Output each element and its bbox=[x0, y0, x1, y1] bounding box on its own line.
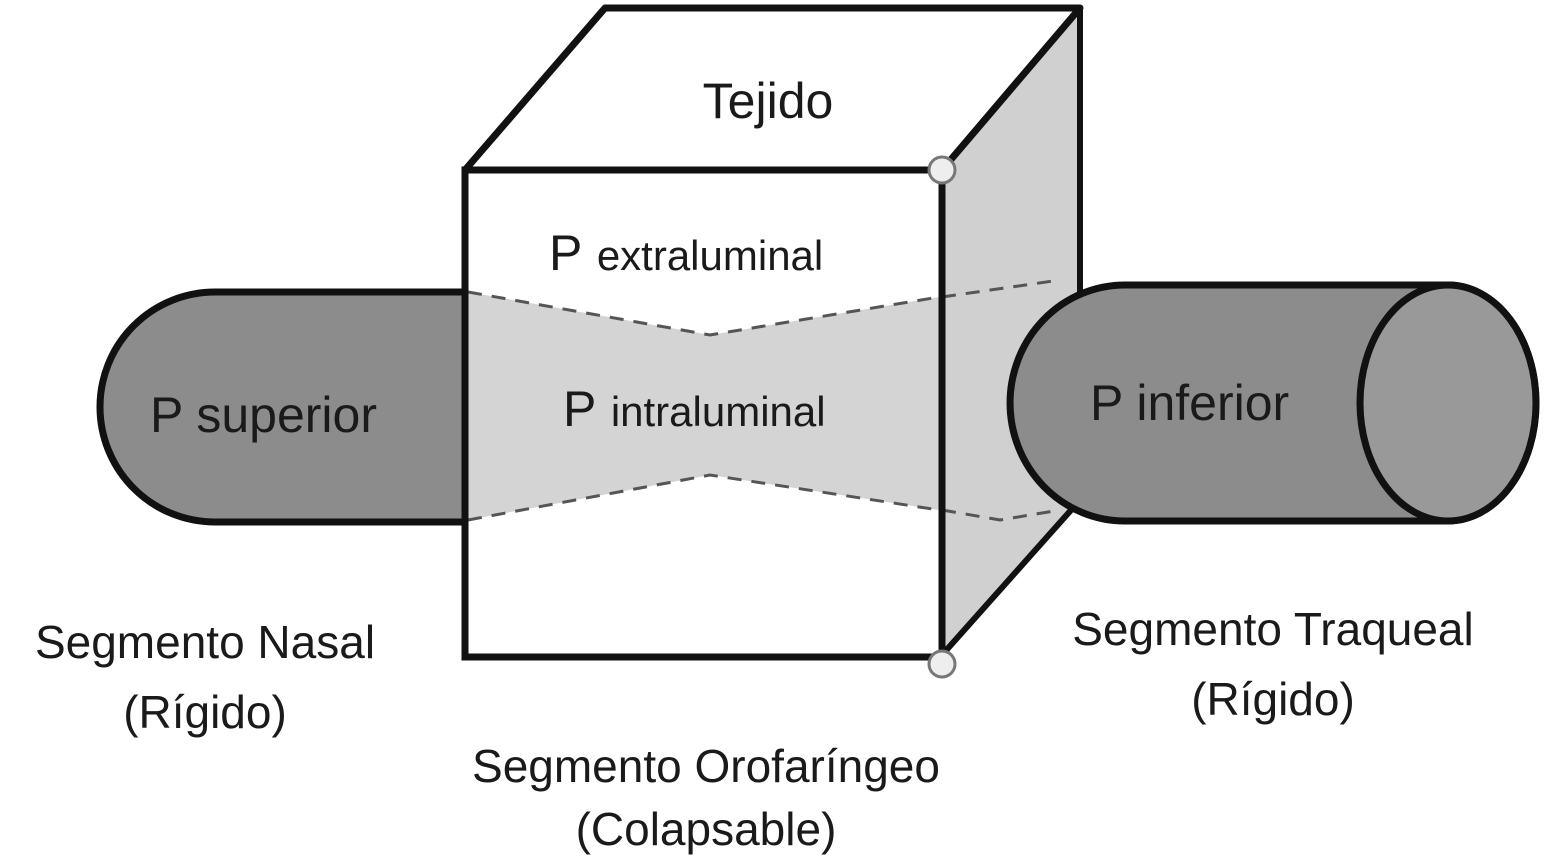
oropharyngeal-caption-line2: (Colapsable) bbox=[576, 803, 837, 855]
intraluminal-label: P intraluminal bbox=[563, 381, 826, 437]
cube-front-outline bbox=[461, 166, 946, 661]
tracheal-tube-end bbox=[1356, 281, 1540, 525]
side-lumen-lower-dash bbox=[941, 508, 1061, 522]
upper-joint-circle bbox=[927, 155, 957, 185]
superior-pressure-label: P superior bbox=[150, 387, 377, 443]
lumen-upper-dash bbox=[467, 290, 940, 337]
tracheal-caption-line2: (Rígido) bbox=[1191, 673, 1355, 725]
oropharyngeal-caption-line1: Segmento Orofaríngeo bbox=[472, 740, 940, 792]
intraluminal-sub: intraluminal bbox=[611, 388, 826, 435]
inferior-pressure-label: P inferior bbox=[1090, 375, 1289, 431]
tracheal-caption-line1: Segmento Traqueal bbox=[1072, 603, 1474, 655]
nasal-caption-line2: (Rígido) bbox=[123, 686, 287, 738]
side-lumen-upper-dash bbox=[941, 278, 1061, 299]
intraluminal-p: P bbox=[563, 381, 596, 437]
nasal-caption-line1: Segmento Nasal bbox=[35, 616, 375, 668]
extraluminal-label: P extraluminal bbox=[549, 225, 823, 281]
collapsible-lumen bbox=[468, 292, 939, 520]
lower-joint-circle bbox=[927, 649, 957, 679]
extraluminal-sub: extraluminal bbox=[597, 232, 823, 279]
lumen-lower-dash bbox=[467, 473, 940, 522]
extraluminal-p: P bbox=[549, 225, 582, 281]
tissue-label: Tejido bbox=[703, 73, 834, 129]
nasal-tube bbox=[96, 288, 474, 526]
